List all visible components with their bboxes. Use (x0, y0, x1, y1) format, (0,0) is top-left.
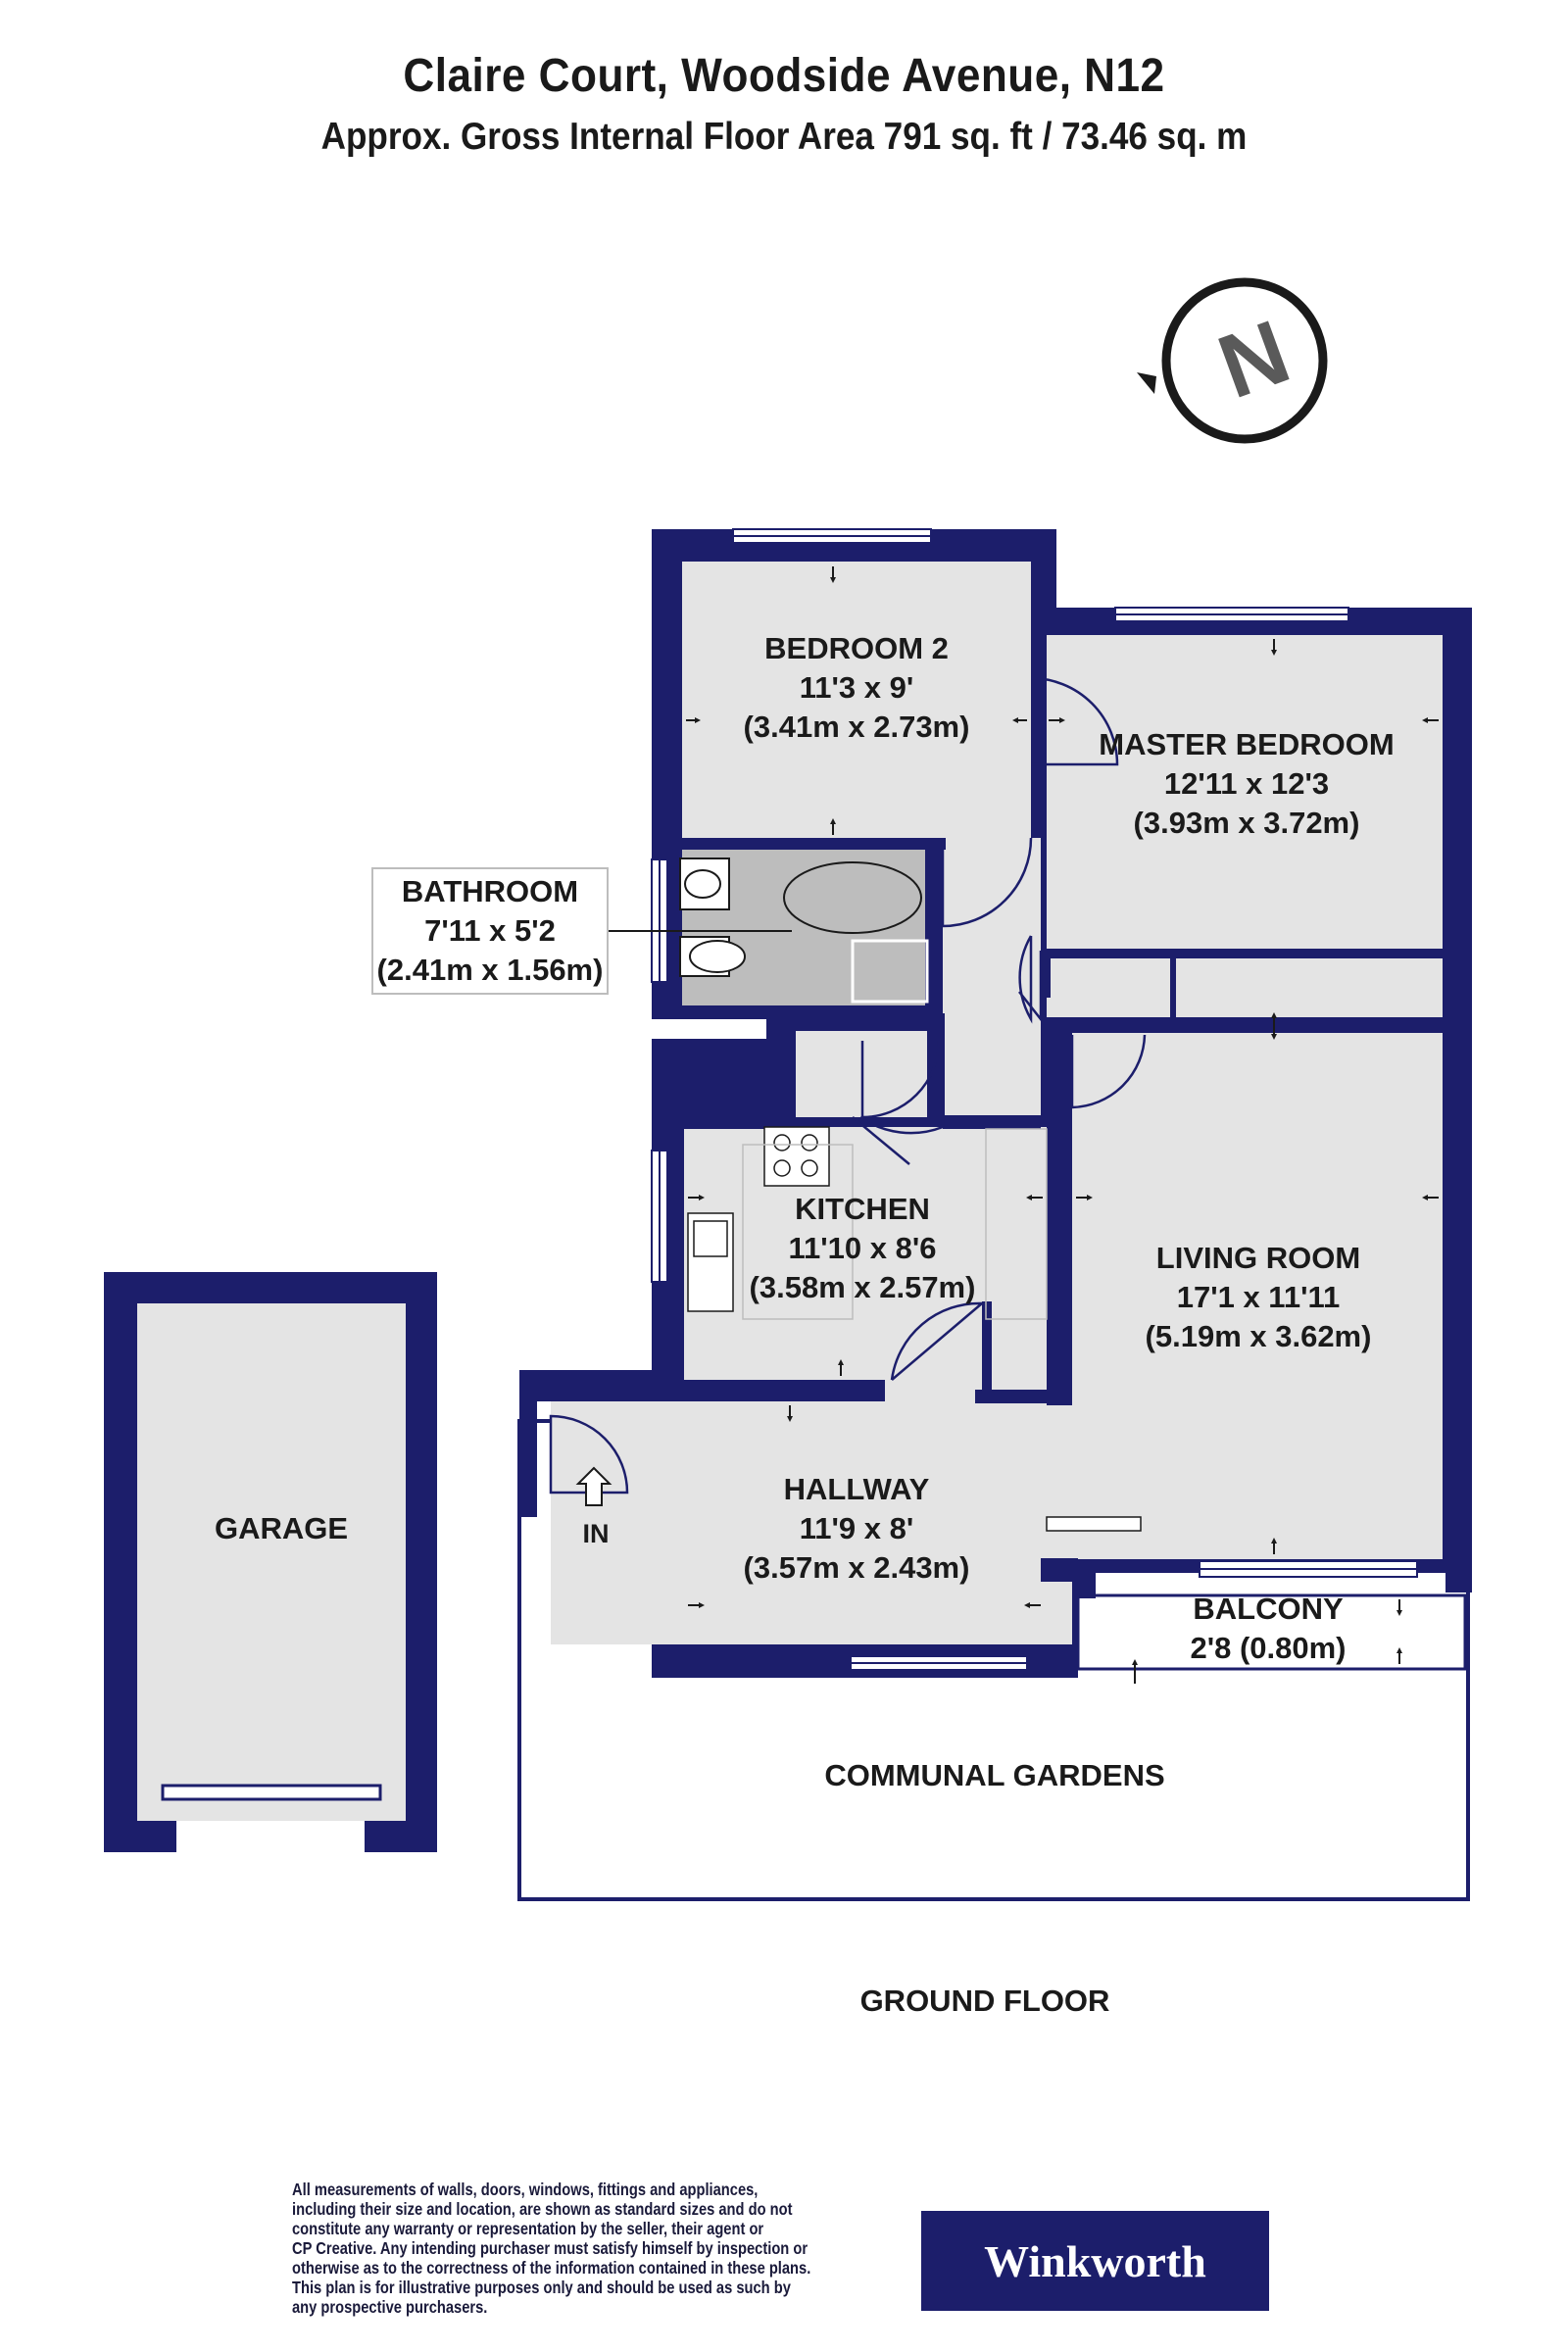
wardrobe-floor (1047, 953, 1443, 1017)
kitchen-size-metric: (3.58m x 2.57m) (750, 1270, 976, 1304)
living-room-size-metric: (5.19m x 3.62m) (1146, 1319, 1372, 1353)
entrance-arrow-icon (575, 1466, 612, 1506)
kitchen-fixtures (687, 1126, 1142, 1532)
master-bedroom-floor (1047, 635, 1443, 949)
plan-title: Claire Court, Woodside Avenue, N12 (403, 50, 1165, 102)
doors (549, 676, 1147, 1494)
bathroom-label-box (371, 867, 609, 995)
living-room-name: LIVING ROOM (1156, 1241, 1360, 1275)
internal-walls (652, 608, 1443, 1598)
communal-gardens-name: COMMUNAL GARDENS (824, 1758, 1164, 1792)
room-floors (551, 562, 1467, 1671)
kitchen-name: KITCHEN (795, 1192, 930, 1226)
balcony-name: BALCONY (1193, 1592, 1344, 1626)
bathroom-size-imperial: 7'11 x 5'2 (424, 913, 556, 948)
garage (104, 1272, 437, 1852)
bathroom-fixtures (679, 858, 929, 1004)
bedroom2-size-imperial: 11'3 x 9' (800, 670, 913, 705)
living-room-floor (1072, 1033, 1443, 1559)
hallway-size-imperial: 11'9 x 8' (800, 1511, 913, 1545)
floor-area-subtitle: Approx. Gross Internal Floor Area 791 sq… (320, 116, 1248, 158)
windows (651, 528, 1418, 1671)
master-bedroom-name: MASTER BEDROOM (1099, 727, 1394, 761)
balcony-size: 2'8 (0.80m) (1190, 1631, 1346, 1665)
entrance-label: IN (583, 1519, 610, 1548)
north-compass-icon: N (1137, 277, 1328, 444)
bedroom2-size-metric: (3.41m x 2.73m) (744, 710, 970, 744)
bedroom2-name: BEDROOM 2 (764, 631, 949, 665)
compass-label: N (1206, 302, 1301, 418)
bathroom-size-metric: (2.41m x 1.56m) (377, 953, 604, 987)
floor-label: GROUND FLOOR (860, 1984, 1110, 2018)
garage-name: GARAGE (215, 1511, 348, 1545)
hallway-size-metric: (3.57m x 2.43m) (744, 1550, 970, 1585)
hallway-floor (551, 1401, 1072, 1644)
bathroom-name: BATHROOM (402, 874, 578, 908)
hallway-name: HALLWAY (784, 1472, 930, 1506)
hall-corridor-floor (943, 838, 1041, 1115)
balcony-floor (1076, 1593, 1467, 1671)
kitchen-size-imperial: 11'10 x 8'6 (789, 1231, 937, 1265)
master-bedroom-size-metric: (3.93m x 3.72m) (1134, 806, 1360, 840)
disclaimer-text: All measurements of walls, doors, window… (292, 2180, 811, 2317)
living-room-size-imperial: 17'1 x 11'11 (1177, 1280, 1340, 1314)
winkworth-logo: Winkworth (921, 2211, 1269, 2311)
master-bedroom-size-imperial: 12'11 x 12'3 (1164, 766, 1329, 801)
dimension-arrows (608, 566, 1439, 1684)
bedroom2-floor (682, 562, 1031, 838)
